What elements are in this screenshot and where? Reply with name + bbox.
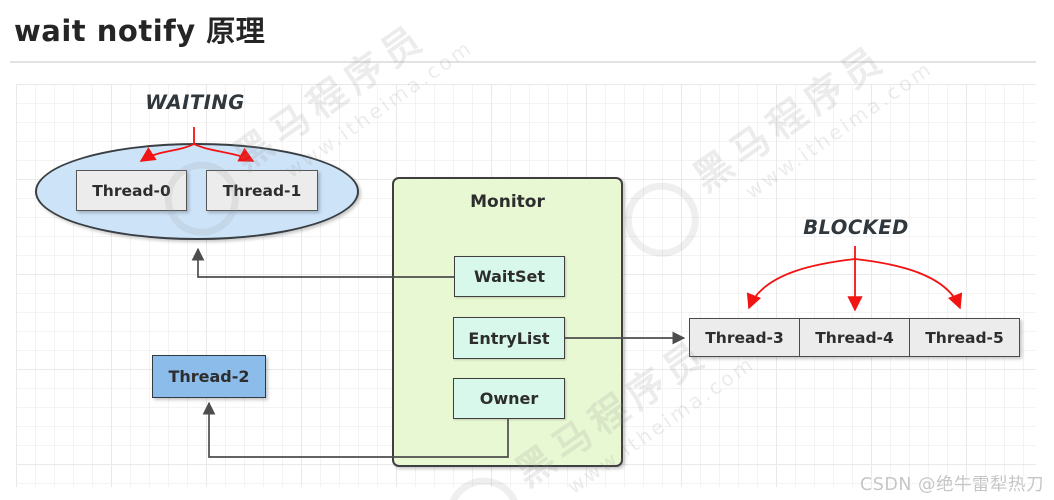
blocked-state-label: BLOCKED	[803, 216, 909, 239]
monitor-title: Monitor	[470, 192, 545, 212]
waiting-state-label: WAITING	[145, 91, 245, 114]
thread-3-box: Thread-3	[705, 328, 784, 347]
thread-4-box: Thread-4	[799, 319, 909, 356]
thread-0-box: Thread-0	[76, 170, 187, 211]
title-divider	[10, 61, 1036, 63]
waitset-box: WaitSet	[454, 256, 565, 297]
owner-box: Owner	[453, 378, 565, 419]
blocked-threads-row: Thread-3 Thread-4 Thread-5	[689, 318, 1020, 357]
thread-2-box: Thread-2	[152, 355, 266, 398]
entrylist-box: EntryList	[453, 317, 565, 359]
thread-1-box: Thread-1	[206, 170, 318, 211]
thread-5-box: Thread-5	[909, 319, 1019, 356]
page-title: wait notify 原理	[14, 14, 266, 48]
monitor-box: Monitor WaitSet EntryList Owner	[392, 177, 623, 467]
csdn-watermark: CSDN @绝牛雷犁热刀	[860, 475, 1044, 495]
